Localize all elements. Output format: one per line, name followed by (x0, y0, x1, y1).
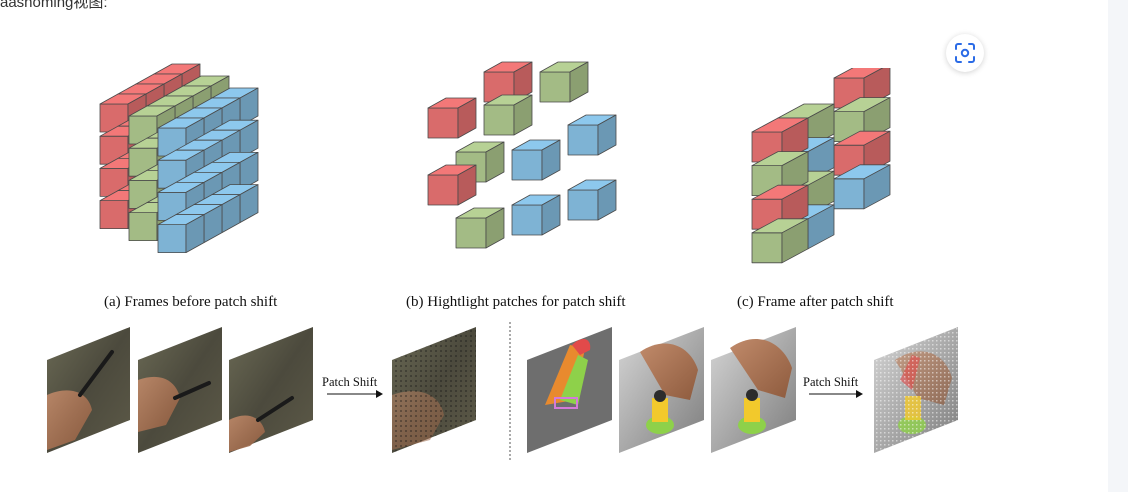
cube-c-block (751, 184, 809, 230)
cube-a-block (157, 214, 205, 254)
header-text: aashoming视图: (0, 0, 108, 11)
cube-b-block (511, 139, 561, 181)
cube-highlight-patches (427, 61, 617, 249)
toy-frame-shifted (874, 327, 958, 453)
toy-frame-2 (619, 327, 704, 453)
cube-b-block (567, 114, 617, 156)
cube-c-block (751, 218, 809, 264)
caption-c: (c) Frame after patch shift (737, 294, 894, 310)
caption-b: (b) Hightlight patches for patch shift (406, 294, 626, 310)
pen-frame-3 (229, 327, 313, 453)
image-scan-button[interactable] (946, 34, 984, 72)
caption-a: (a) Frames before patch shift (104, 294, 278, 310)
patch-shift-label-right: Patch Shift (803, 375, 859, 389)
patch-shift-arrow-left (327, 390, 383, 398)
cube-b-block (511, 194, 561, 236)
right-panel-edge (1108, 0, 1128, 492)
pen-frame-2 (138, 327, 222, 453)
cube-b-block (427, 164, 477, 206)
cube-b-block (483, 94, 533, 136)
toy-frame-3 (711, 327, 796, 453)
scan-image-icon (955, 43, 975, 63)
cube-c-block (833, 164, 891, 210)
cube-b-block (427, 97, 477, 139)
toy-frame-1 (527, 327, 612, 453)
cube-b-block (567, 179, 617, 221)
cube-frame-after-shift (751, 68, 891, 264)
pen-frame-1 (47, 327, 130, 453)
cube-frames-before-shift (99, 63, 259, 254)
cube-b-block (539, 61, 589, 103)
cube-b-block (455, 207, 505, 249)
patch-shift-arrow-right (809, 390, 863, 398)
cube-b-block (483, 61, 533, 103)
pen-frame-shifted (392, 327, 476, 453)
patch-shift-label-left: Patch Shift (322, 375, 378, 389)
cube-c-block (751, 117, 809, 163)
